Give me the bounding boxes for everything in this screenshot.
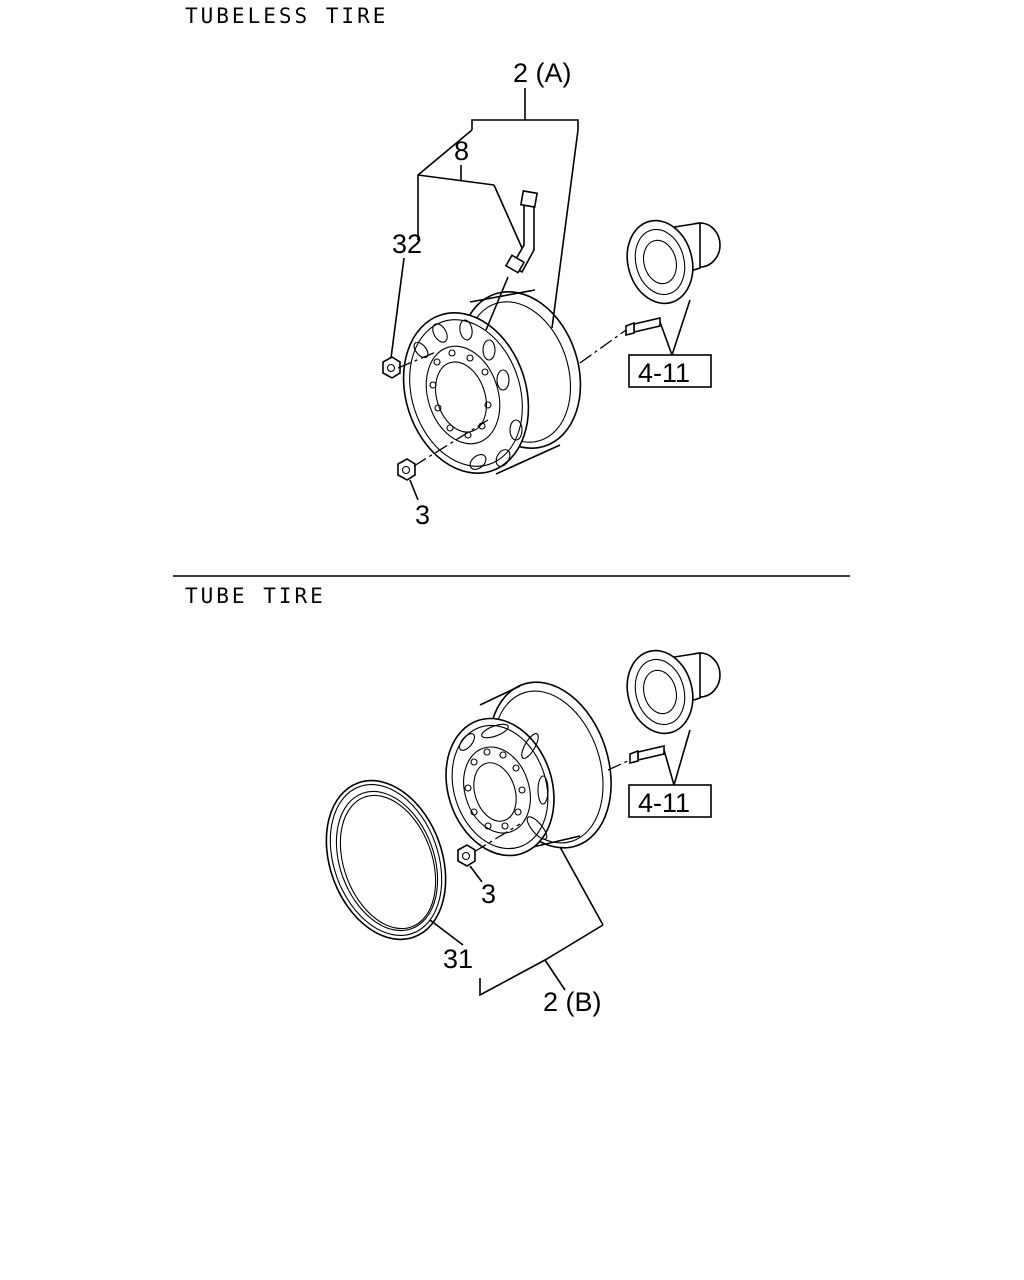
leader-nut-dash xyxy=(413,419,489,467)
leader-3a xyxy=(409,479,419,501)
leader-32 xyxy=(390,257,405,359)
tubeless-hub xyxy=(626,219,721,305)
callout-31: 31 xyxy=(443,944,473,974)
tube-rim-ring xyxy=(325,779,447,941)
leader-tube-nut-dash xyxy=(473,823,521,853)
ref-4-11-tube: 4-11 xyxy=(638,788,690,818)
tubeless-wheel-rim xyxy=(402,289,582,475)
bracket-2b xyxy=(479,924,604,997)
bracket-8 xyxy=(417,174,495,240)
tubeless-valve-stem xyxy=(504,189,539,274)
tube-wheel-rim xyxy=(445,681,612,857)
callout-8: 8 xyxy=(454,136,469,166)
leader-tube-hub-dash xyxy=(607,759,631,771)
ref-box-tube xyxy=(628,784,712,818)
tubeless-hub-bolt xyxy=(625,316,661,337)
tube-tire-title: TUBE TIRE xyxy=(185,584,326,608)
callout-2a: 2 (A) xyxy=(513,58,572,88)
tube-hub-bolt xyxy=(629,744,665,765)
tubeless-tire-title: TUBELESS TIRE xyxy=(185,4,389,28)
callout-32: 32 xyxy=(392,229,422,259)
tube-hub xyxy=(626,649,721,735)
ref-4-11-tubeless: 4-11 xyxy=(638,358,690,388)
leader-hub-dash xyxy=(579,329,627,364)
leader-3b xyxy=(469,865,483,883)
tubeless-nut-lower xyxy=(397,458,416,481)
bracket-2a xyxy=(471,119,579,130)
leader-cap-dash xyxy=(397,351,437,369)
tubeless-nut-upper xyxy=(382,356,401,379)
tube-nut xyxy=(457,844,476,867)
callout-3-tubeless: 3 xyxy=(415,500,430,530)
callout-2b: 2 (B) xyxy=(543,987,602,1017)
ref-box-tubeless xyxy=(628,354,712,388)
callout-3-tube: 3 xyxy=(481,879,496,909)
